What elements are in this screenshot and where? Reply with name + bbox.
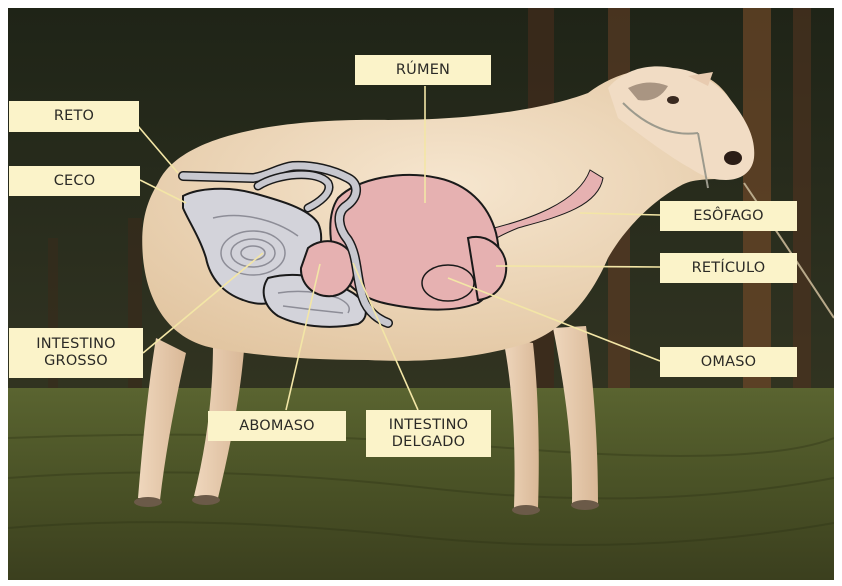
label-rumen: RÚMEN [355,55,491,85]
diagram-stage: RÚMEN RETO CECO ESÔFAGO RETÍCULO INTESTI… [8,8,834,580]
label-intestino-delgado: INTESTINO DELGADO [366,410,491,457]
omasum-shape [422,265,474,301]
label-reto: RETO [9,101,139,132]
abomasum-shape [301,241,355,296]
label-omaso: OMASO [660,347,797,377]
sheep-illustration [8,8,834,580]
label-ceco: CECO [9,166,140,196]
leader-reticulo [496,266,660,267]
label-esofago: ESÔFAGO [660,201,797,231]
label-reticulo: RETÍCULO [660,253,797,283]
label-intestino-grosso: INTESTINO GROSSO [9,328,143,378]
label-abomaso: ABOMASO [208,411,346,441]
